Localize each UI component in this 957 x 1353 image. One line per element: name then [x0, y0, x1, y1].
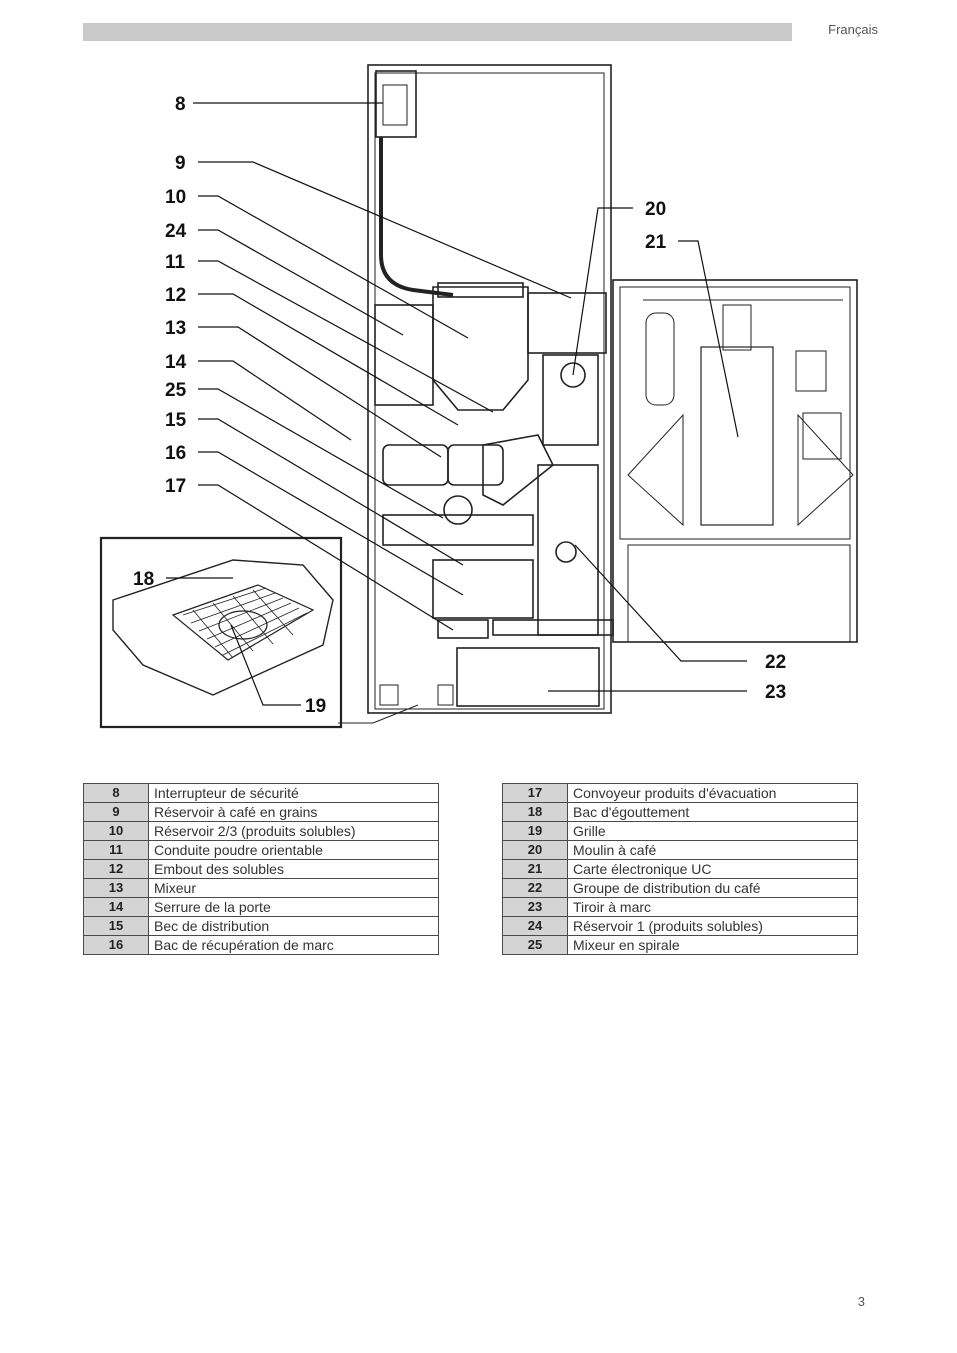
- door-lower: [627, 544, 851, 643]
- safety-switch: [375, 70, 417, 138]
- dispensing-spout: [382, 514, 534, 546]
- coffee-bean-hopper: [527, 292, 607, 354]
- callout-11: 11: [165, 252, 186, 273]
- door-inner: [619, 286, 851, 540]
- coffee-grinder: [542, 354, 599, 446]
- grounds-tray: [432, 559, 534, 619]
- soluble-canister-1: [374, 304, 434, 406]
- drip-tray-inset-frame: [99, 536, 343, 729]
- callout-22: 22: [765, 652, 786, 673]
- page-number: 3: [857, 1294, 865, 1309]
- callout-8: 8: [175, 94, 186, 115]
- callout-15: 15: [165, 410, 187, 431]
- callout-19: 19: [305, 696, 326, 717]
- callout-20: 20: [645, 199, 666, 220]
- language-label: Français: [828, 22, 878, 37]
- grille: [182, 587, 308, 659]
- drip-tray: [112, 559, 334, 696]
- header-bar: [83, 23, 792, 41]
- callout-12: 12: [165, 285, 186, 306]
- grounds-drawer: [456, 647, 600, 707]
- cpu-board: [700, 346, 774, 526]
- callout-17: 17: [165, 476, 186, 497]
- door-panel: [612, 279, 858, 643]
- callout-13: 13: [165, 318, 186, 339]
- callout-21: 21: [645, 232, 667, 253]
- callout-25: 25: [165, 380, 187, 401]
- callout-10: 10: [165, 187, 186, 208]
- callout-18: 18: [133, 569, 154, 590]
- mixer: [382, 444, 449, 486]
- cabinet-inner: [374, 72, 605, 710]
- callout-24: 24: [165, 221, 187, 242]
- coffee-brew-group: [537, 464, 599, 636]
- callout-16: 16: [165, 443, 186, 464]
- machine-diagram: 8 9 10 24 11 12 13 14 25 15 16 17 18 19 …: [99, 64, 858, 729]
- callout-9: 9: [175, 153, 186, 174]
- callout-23: 23: [765, 682, 786, 703]
- callout-14: 14: [165, 352, 187, 373]
- cabinet-outline: [367, 64, 612, 714]
